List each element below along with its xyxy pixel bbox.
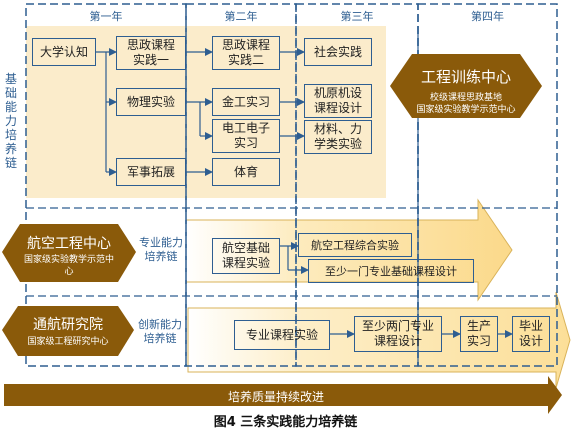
box-university-awareness: 大学认知	[32, 38, 96, 66]
quality-banner-label: 培养质量持续改进	[227, 390, 324, 404]
box-pe: 体育	[212, 158, 280, 186]
box-course-experiment: 专业课程实验	[234, 320, 330, 350]
engineering-training-title: 工程训练中心	[420, 68, 511, 86]
box-aviation-basic-experiment: 航空基础 课程实验	[212, 238, 280, 274]
figure-caption: 图4 三条实践能力培养链	[213, 415, 358, 430]
general-aviation-subtitle: 国家级工程研究中心	[27, 337, 109, 347]
professional-chain-label: 专业能力培养链	[139, 236, 183, 263]
box-materials-mechanics: 材料、力 学类实验	[304, 120, 372, 154]
box-ideology-practice-2: 思政课程 实践二	[212, 36, 280, 70]
box-graduation-design: 毕业 设计	[512, 316, 550, 352]
year-label-1: 第一年	[89, 10, 123, 23]
box-social-practice: 社会实践	[304, 38, 372, 66]
box-metalwork: 金工实习	[212, 88, 280, 116]
box-ideology-practice-1: 思政课程 实践一	[116, 36, 186, 70]
aviation-engineering-title: 航空工程中心	[27, 236, 111, 252]
year-label-2: 第二年	[224, 10, 258, 23]
hex-engineering-training	[390, 54, 542, 118]
box-professional-course-design: 至少一门专业基础课程设计	[308, 259, 474, 283]
box-production-internship: 生产 实习	[460, 316, 498, 352]
box-physics-experiment: 物理实验	[116, 88, 186, 116]
innovative-chain-label: 创新能力培养链	[138, 318, 182, 345]
year-label-3: 第三年	[340, 10, 374, 23]
hex-general-aviation	[2, 306, 134, 356]
box-military-training: 军事拓展	[116, 158, 186, 186]
engineering-training-subtitle: 校级课程思政基地 国家级实验教学示范中心	[416, 93, 516, 115]
box-two-course-design: 至少两门专业 课程设计	[354, 316, 442, 352]
year-label-4: 第四年	[471, 10, 504, 23]
box-electrical-internship: 电工电子 实习	[212, 119, 280, 153]
hex-aviation-engineering	[2, 224, 136, 282]
professional-chain-arrow	[185, 198, 513, 302]
box-aviation-comprehensive: 航空工程综合实验	[298, 233, 412, 257]
basic-chain-label: 基础能力培养链	[4, 72, 17, 170]
quality-banner-arrow	[4, 376, 562, 414]
general-aviation-title: 通航研究院	[33, 317, 103, 333]
aviation-engineering-subtitle: 国家级实验教学示范中 心	[23, 255, 114, 277]
box-mechanism-design: 机原机设 课程设计	[304, 84, 372, 118]
